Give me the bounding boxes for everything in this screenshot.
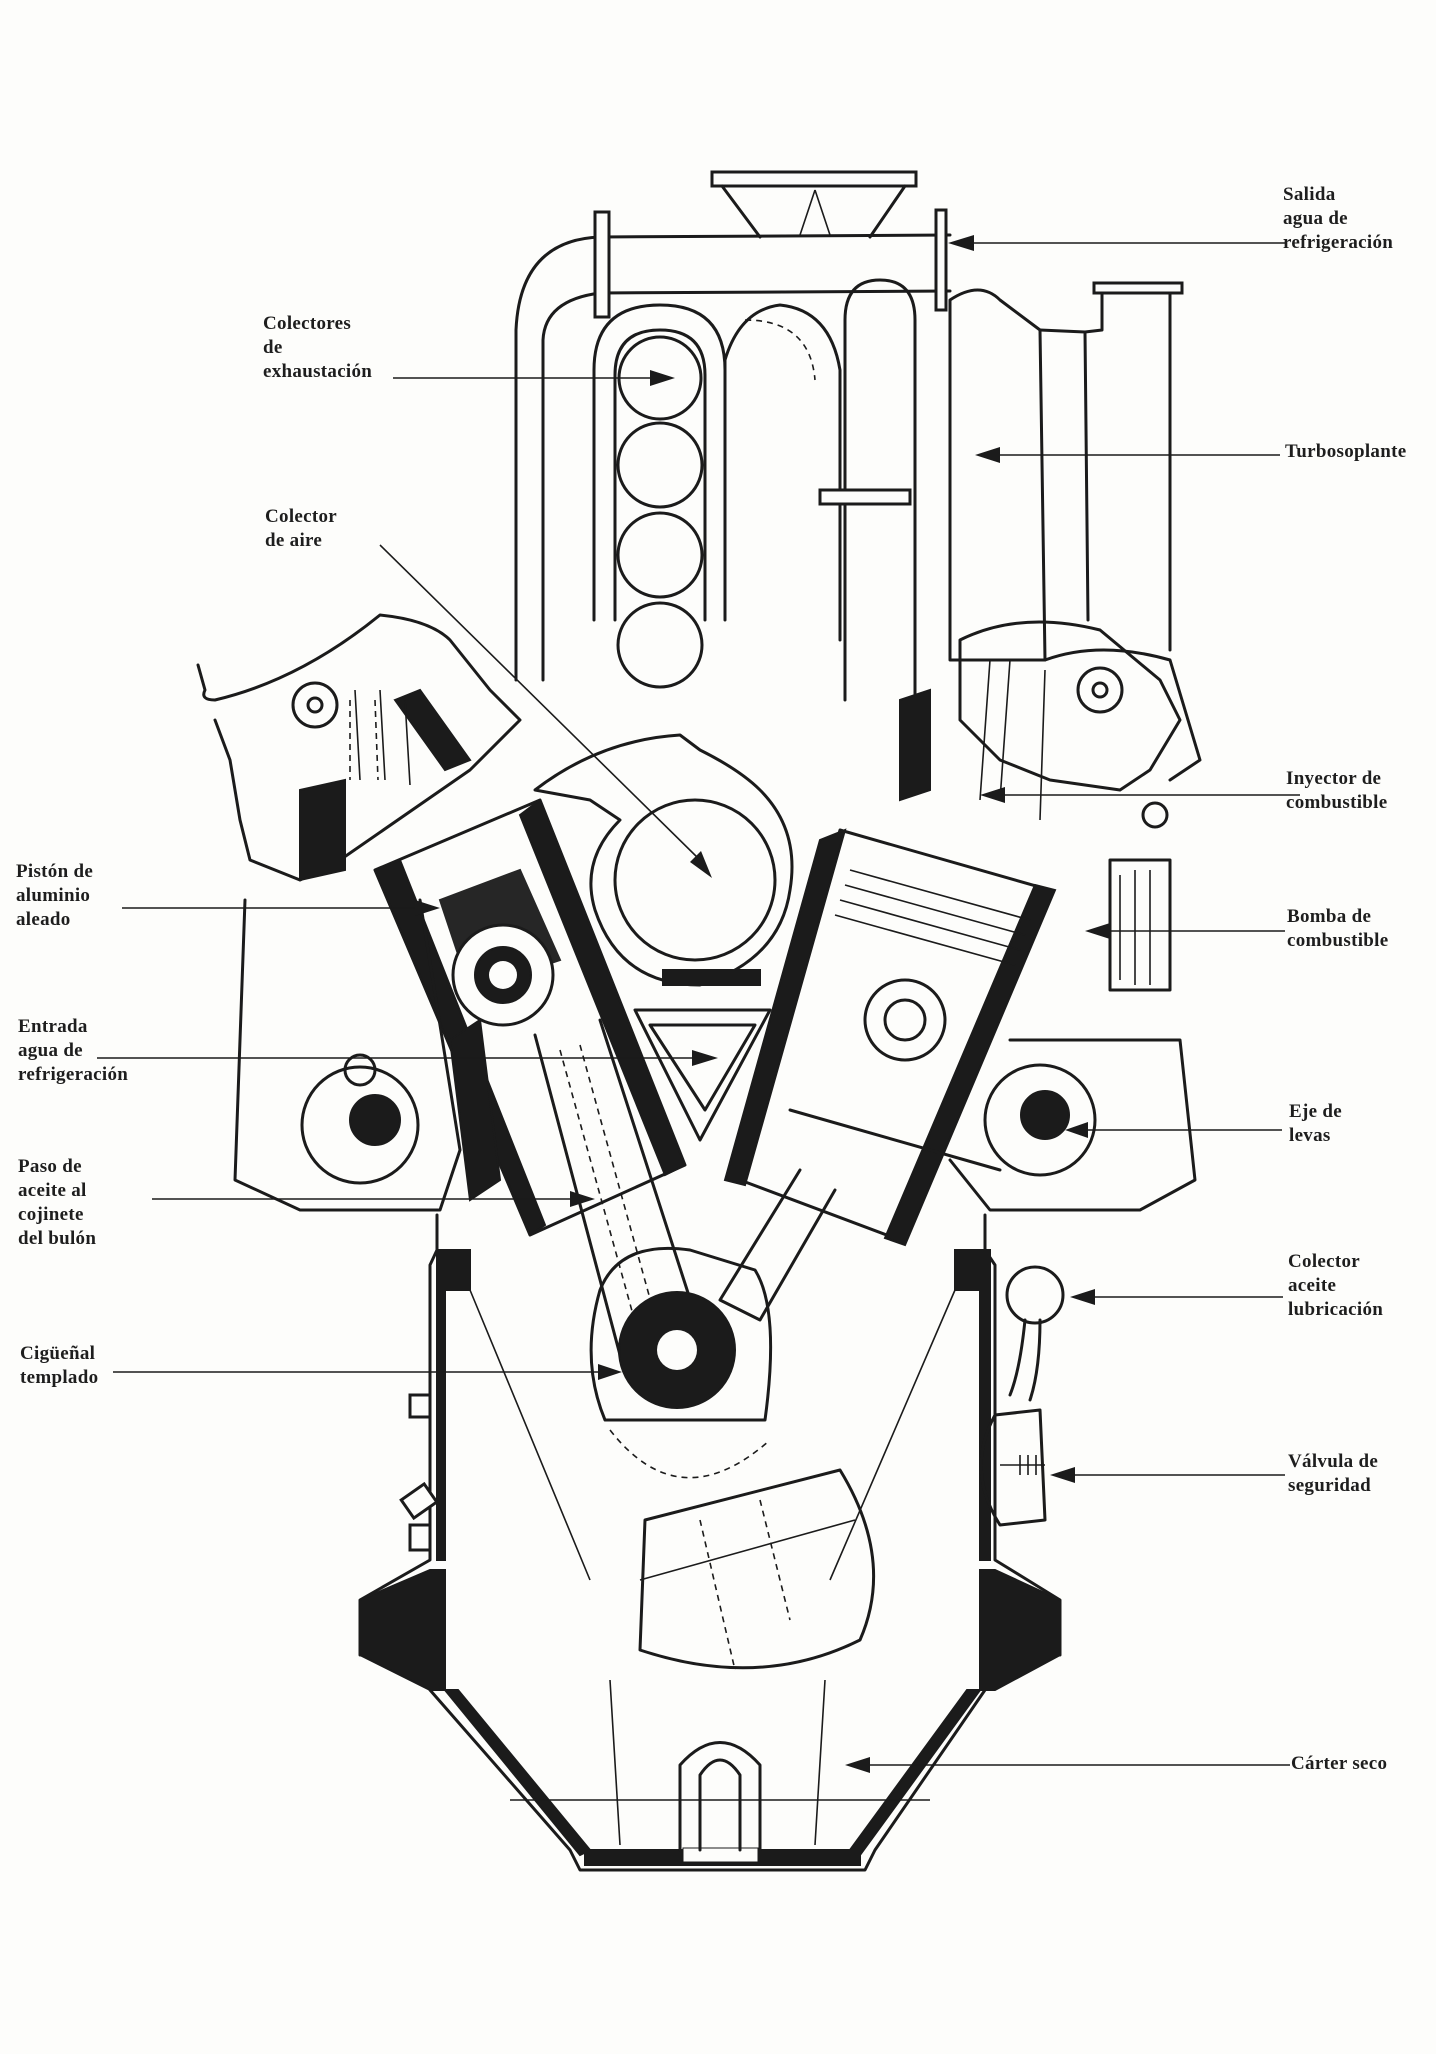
- label-inyector-combustible: Inyector de combustible: [1286, 768, 1388, 813]
- water-manifold-pipe: [514, 208, 952, 682]
- right-cylinder-liner: [723, 828, 1057, 1247]
- label-cigueñal-templado: Cigüeñal templado: [20, 1343, 99, 1388]
- crankshaft: [589, 1246, 773, 1479]
- label-colector-aceite: Colector aceite lubricación: [1288, 1251, 1384, 1320]
- label-colectores-exhaustacion: Colectores de exhaustación: [263, 313, 373, 382]
- label-turbosoplante: Turbosoplante: [1285, 441, 1407, 462]
- label-valvula-seguridad: Válvula de seguridad: [1288, 1451, 1379, 1496]
- right-camshaft: [948, 801, 1197, 1212]
- label-eje-levas: Eje de levas: [1289, 1101, 1342, 1146]
- left-camshaft: [233, 898, 502, 1212]
- turbocharger: [948, 281, 1202, 782]
- relief-valve: [979, 1408, 1047, 1527]
- right-cylinder-head: [899, 620, 1182, 821]
- oil-collector: [1005, 1265, 1065, 1402]
- riser-pipe: [818, 278, 917, 702]
- counterweight: [638, 1468, 876, 1671]
- label-piston-aluminio: Pistón de aluminio aleado: [16, 861, 94, 930]
- label-colector-aire: Colector de aire: [265, 506, 338, 551]
- engine-block-v: [633, 969, 772, 1142]
- label-salida-agua-refrigeracion: Salida agua de refrigeración: [1283, 184, 1394, 253]
- water-outlet-flange: [710, 170, 918, 239]
- exhaust-manifold: [592, 303, 842, 689]
- left-side-fittings: [399, 1393, 439, 1552]
- leader-lines: [97, 235, 1300, 1773]
- label-entrada-agua-refrigeracion: Entrada agua de refrigeración: [18, 1016, 129, 1085]
- left-cylinder-head: [196, 613, 522, 882]
- label-carter-seco: Cárter seco: [1291, 1753, 1388, 1774]
- air-manifold: [533, 733, 794, 987]
- label-paso-aceite: Paso de aceite al cojinete del bulón: [18, 1156, 97, 1249]
- connecting-rod-right: [718, 1168, 837, 1322]
- label-bomba-combustible: Bomba de combustible: [1287, 906, 1389, 951]
